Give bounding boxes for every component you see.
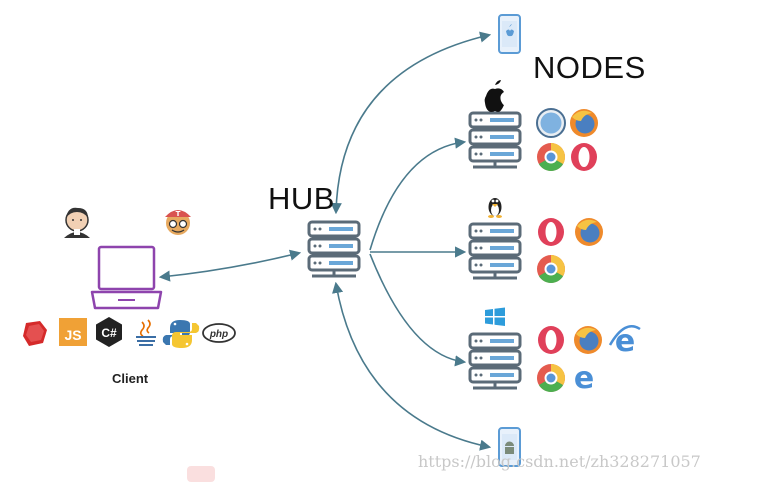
opera-icon <box>538 218 564 246</box>
arrow-hub-android <box>332 281 492 451</box>
hub-server-icon <box>307 220 361 278</box>
connection-arrows <box>158 31 492 451</box>
hub-label: HUB <box>268 181 335 216</box>
chrome-icon <box>537 255 565 283</box>
travis-ci-icon: T <box>165 210 191 235</box>
linux-tux-icon <box>488 198 502 218</box>
windows-node-server-icon <box>468 332 522 390</box>
javascript-icon: JS <box>59 318 87 346</box>
arrow-hub-apple <box>369 137 467 251</box>
arrow-hub-windows <box>369 253 467 367</box>
windows-logo-icon <box>485 307 505 326</box>
opera-icon <box>538 326 564 354</box>
csharp-icon: C# <box>96 317 122 347</box>
safari-icon <box>536 108 566 138</box>
client-label: Client <box>112 371 149 386</box>
firefox-icon <box>575 218 603 246</box>
java-icon <box>136 319 156 346</box>
watermark-text: https://blog.csdn.net/zh328271057 <box>418 452 701 471</box>
arrow-hub-client <box>158 249 302 282</box>
linux-node-server-icon <box>468 222 522 280</box>
android-phone-icon <box>498 427 521 467</box>
chrome-icon <box>537 364 565 392</box>
faded-badge-icon <box>187 466 215 482</box>
apple-node-server-icon <box>468 111 522 169</box>
edge-icon <box>573 361 595 396</box>
opera-icon <box>571 143 597 171</box>
apple-logo-icon <box>484 80 504 112</box>
ruby-icon <box>23 321 47 346</box>
client-laptop-icon <box>90 245 163 310</box>
firefox-icon <box>574 326 602 354</box>
firefox-icon <box>570 109 598 137</box>
jenkins-icon <box>64 207 90 238</box>
svg-text:T: T <box>176 210 181 218</box>
python-icon <box>162 320 200 348</box>
svg-text:C#: C# <box>101 326 117 340</box>
ie-icon <box>608 322 642 361</box>
arrow-hub-ios <box>330 31 492 215</box>
svg-text:php: php <box>209 329 228 340</box>
ios-phone-icon <box>498 14 521 54</box>
nodes-label: NODES <box>533 50 646 85</box>
php-icon: php <box>202 323 236 343</box>
svg-text:JS: JS <box>64 327 81 343</box>
chrome-icon <box>537 143 565 171</box>
